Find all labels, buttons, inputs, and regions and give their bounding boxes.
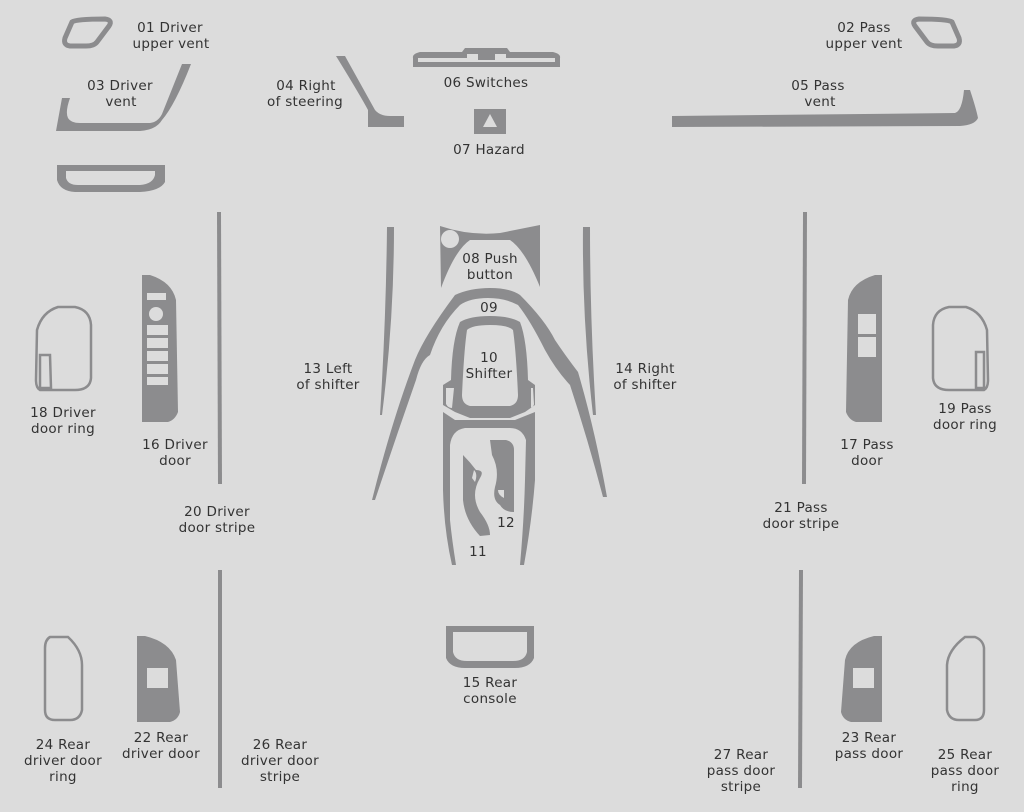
piece-20-driver-door-stripe: [217, 212, 222, 484]
piece-11: [443, 412, 535, 565]
piece-09: [372, 288, 607, 500]
label-12: 12: [497, 515, 515, 531]
piece-10-shifter: [443, 316, 535, 418]
rear-pass-switch-cutout: [853, 668, 874, 688]
piece-14-right-of-shifter: [582, 227, 596, 415]
piece-21-pass-door-stripe: [802, 212, 807, 484]
piece-04-right-of-steering: [336, 56, 404, 127]
piece-19-pass-door-ring: [931, 305, 990, 392]
piece-02-pass-upper-vent: [911, 16, 962, 49]
piece-25-rear-pass-door-ring: [945, 635, 986, 722]
piece-18-driver-door-ring: [34, 305, 93, 392]
piece-06-switches: [412, 48, 561, 67]
label-06: 06 Switches: [444, 75, 529, 91]
label-09: 09: [480, 300, 498, 316]
piece-03b-driver-vent-lower: [57, 165, 165, 192]
piece-27-rear-pass-door-stripe: [798, 570, 803, 788]
label-11: 11: [469, 544, 487, 560]
piece-12-hole: [472, 470, 504, 498]
piece-13-left-of-shifter: [380, 227, 394, 415]
rear-driver-switch-cutout: [147, 668, 168, 688]
push-button-hole: [441, 230, 459, 248]
piece-26-rear-driver-door-stripe: [218, 570, 222, 788]
hazard-triangle-icon: [483, 114, 497, 127]
piece-15-rear-console: [446, 626, 534, 668]
piece-01-driver-upper-vent: [62, 16, 113, 49]
piece-08-push-button: [440, 225, 540, 288]
piece-05-pass-vent: [672, 90, 978, 127]
label-07: 07 Hazard: [453, 142, 525, 158]
piece-12: [463, 440, 514, 536]
driver-door-switch-cutouts: [147, 293, 168, 385]
piece-24-rear-driver-door-ring: [43, 635, 84, 722]
pass-door-switch-cutouts: [858, 314, 876, 357]
piece-03-driver-vent: [56, 64, 191, 131]
